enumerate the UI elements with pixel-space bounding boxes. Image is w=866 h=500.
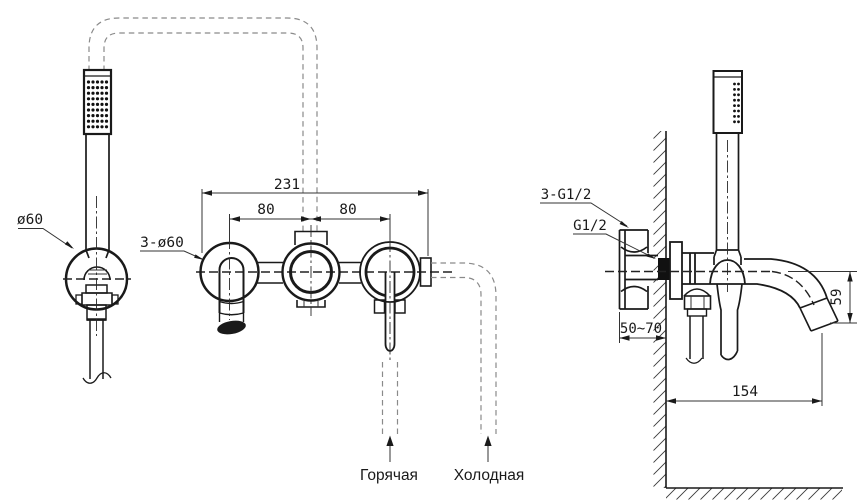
holder-cup-arc: [83, 266, 111, 281]
dim-overall-width: 231: [274, 177, 300, 193]
hose-break-wave: [82, 372, 112, 384]
spout-outlet-opening: [217, 320, 246, 335]
dim-wall-depth-arrow-right: [656, 335, 666, 341]
shower-hose-dashed-outer: [88, 17, 318, 231]
spout-tube-joints: [218, 300, 245, 322]
dim-spout-drop: 59: [829, 289, 845, 306]
cold-pipe-dashed-inner: [431, 276, 482, 434]
side-hose-connection: [683, 288, 712, 364]
dim-pitch-right: 80: [339, 202, 356, 218]
dim-drop-arrow-top: [847, 271, 853, 282]
cold-flow-arrowhead: [484, 435, 492, 446]
holder-diameter-leader: [18, 228, 73, 249]
side-handshower: [712, 70, 743, 292]
manifold-bars: [257, 261, 361, 284]
spout-curved-centerline: [771, 270, 815, 306]
holder-tab-left: [75, 294, 83, 305]
dim-pitch-lines: [229, 214, 391, 242]
floor-hatch: [666, 488, 842, 500]
mixer-front-view: Горячая Холодная 3-ø60 231 80 80: [140, 177, 524, 484]
handshower-handle: [84, 133, 111, 259]
dim-pitch-arrow-4: [380, 216, 390, 222]
dim-escutcheons: 3-ø60: [140, 235, 184, 251]
outlet-thread-leader-arrow: [646, 253, 656, 259]
dim-drop-arrow-bottom: [847, 313, 853, 323]
dim-outlet-thread: G1/2: [573, 218, 607, 234]
holder-tab-right: [111, 294, 119, 305]
dim-drop-lines: [788, 271, 857, 324]
side-spout: [744, 258, 839, 332]
dim-pitch-arrow-2: [301, 216, 311, 222]
dim-spout-reach: 154: [732, 384, 758, 400]
hot-flow-arrowhead: [386, 435, 394, 446]
dim-pitch-arrow-1: [230, 216, 240, 222]
side-lever-handle: [716, 283, 743, 361]
dim-overall-arrow-right: [418, 190, 428, 196]
handshower-head: [82, 68, 113, 136]
diverter-escutcheon-circle: [281, 242, 341, 302]
dim-threads: 3-G1/2: [541, 187, 592, 203]
holder-block: [81, 292, 113, 306]
side-body: [682, 252, 744, 285]
rough-in-body: [618, 229, 670, 310]
dim-holder-diameter: ø60: [17, 212, 43, 228]
dim-wall-depth: 50~70: [620, 321, 662, 337]
wall-outlet-port: [658, 258, 670, 280]
escutcheons-leader: [140, 250, 203, 260]
mixer-side-view: 3-G1/2 G1/2 50~70 154 59: [540, 70, 857, 500]
label-hot-supply: Горячая: [360, 467, 418, 484]
dim-overall-lines: [201, 189, 429, 256]
holder-clamp-lines: [88, 269, 107, 275]
side-spray-dots: [733, 82, 740, 124]
outlet-thread-leader: [573, 233, 653, 258]
hot-pipe-dashed: [381, 362, 399, 434]
dim-pitch-arrow-3: [311, 216, 321, 222]
shower-hose-dashed-inner: [103, 32, 304, 231]
dim-reach-arrow-right: [812, 398, 822, 404]
label-cold-supply: Холодная: [454, 467, 525, 484]
dim-reach-lines: [666, 333, 823, 406]
threads-leader-arrow: [619, 221, 629, 228]
threads-leader: [540, 202, 628, 227]
dim-pitch-left: 80: [257, 202, 274, 218]
holder-diameter-leader-arrow: [64, 241, 74, 249]
dim-reach-arrow-left: [666, 398, 676, 404]
diverter-bottom-tab-lines: [303, 301, 319, 307]
hose-lower: [89, 320, 104, 379]
spray-nozzle-dots: [86, 80, 109, 129]
dim-wall-depth-arrow-left: [619, 335, 630, 341]
side-escutcheon-plate: [669, 241, 683, 300]
cold-pipe-dashed-outer: [431, 262, 497, 434]
dim-overall-arrow-left: [202, 190, 212, 196]
escutcheons-leader-arrow: [194, 254, 204, 260]
handshower-front-view: ø60: [17, 17, 318, 384]
spout-tube: [218, 257, 245, 313]
wall-hatch: [653, 131, 666, 488]
